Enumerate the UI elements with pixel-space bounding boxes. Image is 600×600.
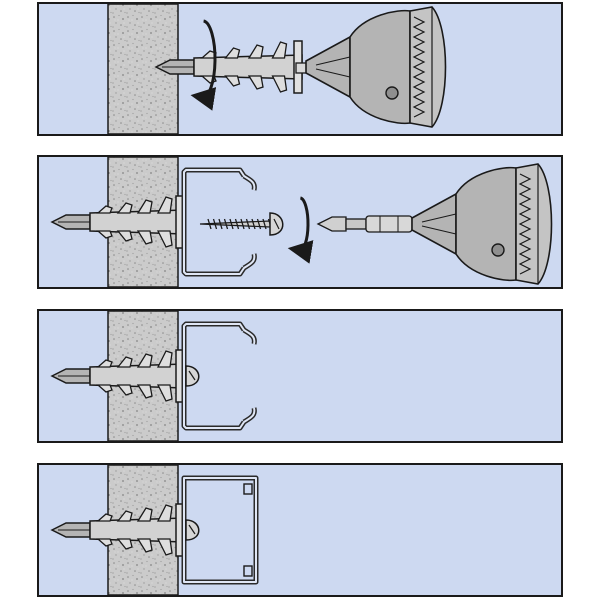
thread-fin-bottom xyxy=(96,230,113,239)
nose-line xyxy=(421,225,457,235)
thread-fin-top xyxy=(116,202,133,214)
thread-fin-top xyxy=(156,504,173,522)
thread-fin-bottom xyxy=(136,384,153,399)
thread-fin-bottom xyxy=(96,538,113,547)
screw-thread xyxy=(256,218,262,230)
screw-thread xyxy=(262,218,267,230)
thread-fin-bottom xyxy=(271,75,288,93)
thread-fin-bottom xyxy=(116,230,133,242)
chuck-teeth xyxy=(412,16,426,118)
chuck-body xyxy=(455,166,517,282)
thread-fin-top xyxy=(96,513,113,522)
lid-clip-bottom xyxy=(243,565,253,577)
chuck-key-hole xyxy=(385,86,399,100)
drill-chuck xyxy=(411,163,553,285)
screw-slot xyxy=(188,370,196,381)
cable-duct xyxy=(181,475,259,585)
duct-highlight xyxy=(183,477,257,583)
thread-fin-top xyxy=(156,196,173,214)
screw-slot xyxy=(188,524,196,535)
chuck-teeth xyxy=(518,173,532,275)
screw-thread xyxy=(223,218,229,230)
thread-fin-top xyxy=(247,44,264,59)
screw-thread xyxy=(245,218,251,230)
screw-thread xyxy=(212,218,218,230)
screw-thread xyxy=(240,218,245,230)
bit-shaft xyxy=(345,218,367,230)
drill-chuck xyxy=(305,6,447,128)
thread-fin-bottom xyxy=(136,538,153,553)
rotation-arrow-icon xyxy=(190,19,217,111)
rotation-arrow-icon xyxy=(287,196,314,264)
cable-duct xyxy=(181,167,257,277)
thread-fin-bottom xyxy=(156,230,173,248)
nose-line xyxy=(315,68,351,78)
thread-fin-bottom xyxy=(116,538,133,550)
thread-fin-top xyxy=(136,199,153,214)
thread-fin-top xyxy=(116,356,133,368)
cable-duct xyxy=(181,321,257,431)
screw-thread xyxy=(234,218,240,230)
lid-clip-top xyxy=(243,483,253,495)
thread-fin-bottom xyxy=(116,384,133,396)
thread-fin-bottom xyxy=(156,384,173,402)
thread-fin-top xyxy=(136,507,153,522)
thread-fin-top xyxy=(156,350,173,368)
duct-highlight xyxy=(183,323,256,429)
nose-line xyxy=(421,213,457,223)
thread-fin-top xyxy=(136,353,153,368)
loose-screw xyxy=(199,212,284,236)
bit-holder xyxy=(365,215,413,233)
screw-thread xyxy=(207,218,212,230)
step-panel-4 xyxy=(37,463,563,597)
thread-fin-top xyxy=(271,41,288,59)
thread-fin-bottom xyxy=(247,75,264,90)
rotation-arrow-icon xyxy=(287,196,314,264)
thread-fin-bottom xyxy=(136,230,153,245)
fixing-screw xyxy=(185,365,200,387)
screw-thread xyxy=(218,218,223,230)
step-panel-1 xyxy=(37,2,563,136)
drywall-dowel xyxy=(154,40,303,94)
thread-fin-bottom xyxy=(224,75,241,87)
thread-fin-bottom xyxy=(96,384,113,393)
step-panel-3 xyxy=(37,309,563,443)
rotation-arrow-icon xyxy=(190,19,217,111)
thread-fin-top xyxy=(96,205,113,214)
screw-slot xyxy=(273,218,280,230)
nose-line xyxy=(315,56,351,66)
thread-fin-top xyxy=(96,359,113,368)
chuck-body xyxy=(349,9,411,125)
drywall-dowel-installed xyxy=(50,195,185,249)
screwdriver-bit xyxy=(316,215,413,233)
thread-fin-top xyxy=(116,510,133,522)
thread-fin-bottom xyxy=(156,538,173,556)
screw-thread xyxy=(251,218,256,230)
duct-highlight xyxy=(183,169,256,275)
thread-fin-top xyxy=(224,47,241,59)
chuck-key-hole xyxy=(491,243,505,257)
fixing-screw xyxy=(185,519,200,541)
step-panel-2 xyxy=(37,155,563,289)
screw-thread xyxy=(229,218,234,230)
